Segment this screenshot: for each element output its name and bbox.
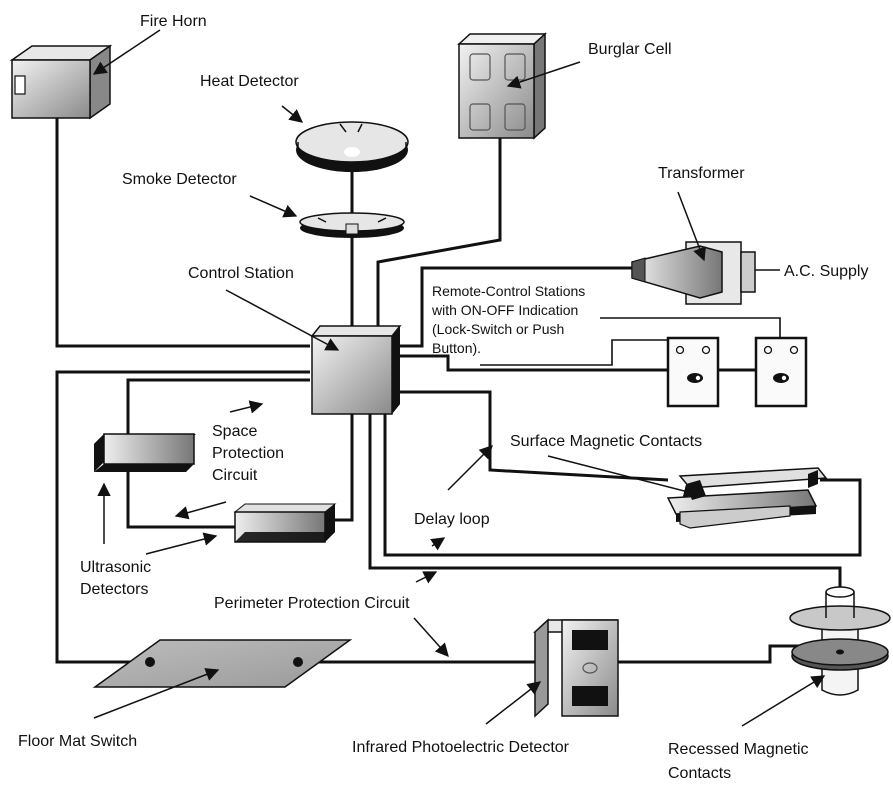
infrared-detector-icon bbox=[533, 618, 619, 718]
label-space-line3: Circuit bbox=[212, 467, 258, 484]
burglar-cell-icon bbox=[457, 32, 547, 140]
label-recessed-line2: Contacts bbox=[668, 765, 731, 782]
label-delay-loop: Delay loop bbox=[414, 511, 490, 528]
label-floor-mat: Floor Mat Switch bbox=[18, 733, 137, 750]
control-station-icon bbox=[310, 325, 402, 415]
label-remote-line4: Button). bbox=[432, 340, 481, 356]
ultrasonic-detector-2-icon bbox=[233, 503, 337, 543]
floor-mat-switch-icon bbox=[92, 639, 353, 688]
transformer-icon bbox=[631, 241, 780, 305]
surface-magnetic-contacts-icon bbox=[666, 467, 828, 529]
remote-station-1-icon bbox=[666, 336, 720, 408]
ultrasonic-detector-1-icon bbox=[94, 433, 196, 472]
fire-horn-icon bbox=[9, 44, 113, 120]
label-space-line2: Protection bbox=[212, 445, 284, 462]
label-ultrasonic-line2: Detectors bbox=[80, 581, 148, 598]
heat-detector-icon bbox=[295, 121, 409, 172]
label-control-station: Control Station bbox=[188, 265, 294, 282]
label-perimeter: Perimeter Protection Circuit bbox=[214, 595, 410, 612]
label-ultrasonic-line1: Ultrasonic bbox=[80, 559, 151, 576]
smoke-detector-icon bbox=[299, 212, 405, 238]
label-recessed-line1: Recessed Magnetic bbox=[668, 741, 809, 758]
wiring bbox=[55, 118, 862, 664]
label-burglar-cell: Burglar Cell bbox=[588, 41, 672, 58]
pointer-arrows bbox=[92, 29, 826, 727]
label-surface-contacts: Surface Magnetic Contacts bbox=[510, 433, 702, 450]
recessed-magnetic-contacts-icon bbox=[789, 586, 891, 696]
label-heat-detector: Heat Detector bbox=[200, 73, 299, 90]
label-remote-line1: Remote-Control Stations bbox=[432, 283, 585, 299]
label-remote-line3: (Lock-Switch or Push bbox=[432, 321, 564, 337]
label-infrared: Infrared Photoelectric Detector bbox=[352, 739, 570, 756]
labels: Fire Horn Heat Detector Smoke Detector B… bbox=[18, 13, 868, 782]
label-fire-horn: Fire Horn bbox=[140, 13, 207, 30]
label-remote-line2: with ON-OFF Indication bbox=[431, 302, 578, 318]
label-space-line1: Space bbox=[212, 423, 257, 440]
remote-station-2-icon bbox=[754, 336, 808, 408]
label-ac-supply: A.C. Supply bbox=[784, 263, 868, 280]
label-smoke-detector: Smoke Detector bbox=[122, 171, 237, 188]
label-transformer: Transformer bbox=[658, 165, 745, 182]
